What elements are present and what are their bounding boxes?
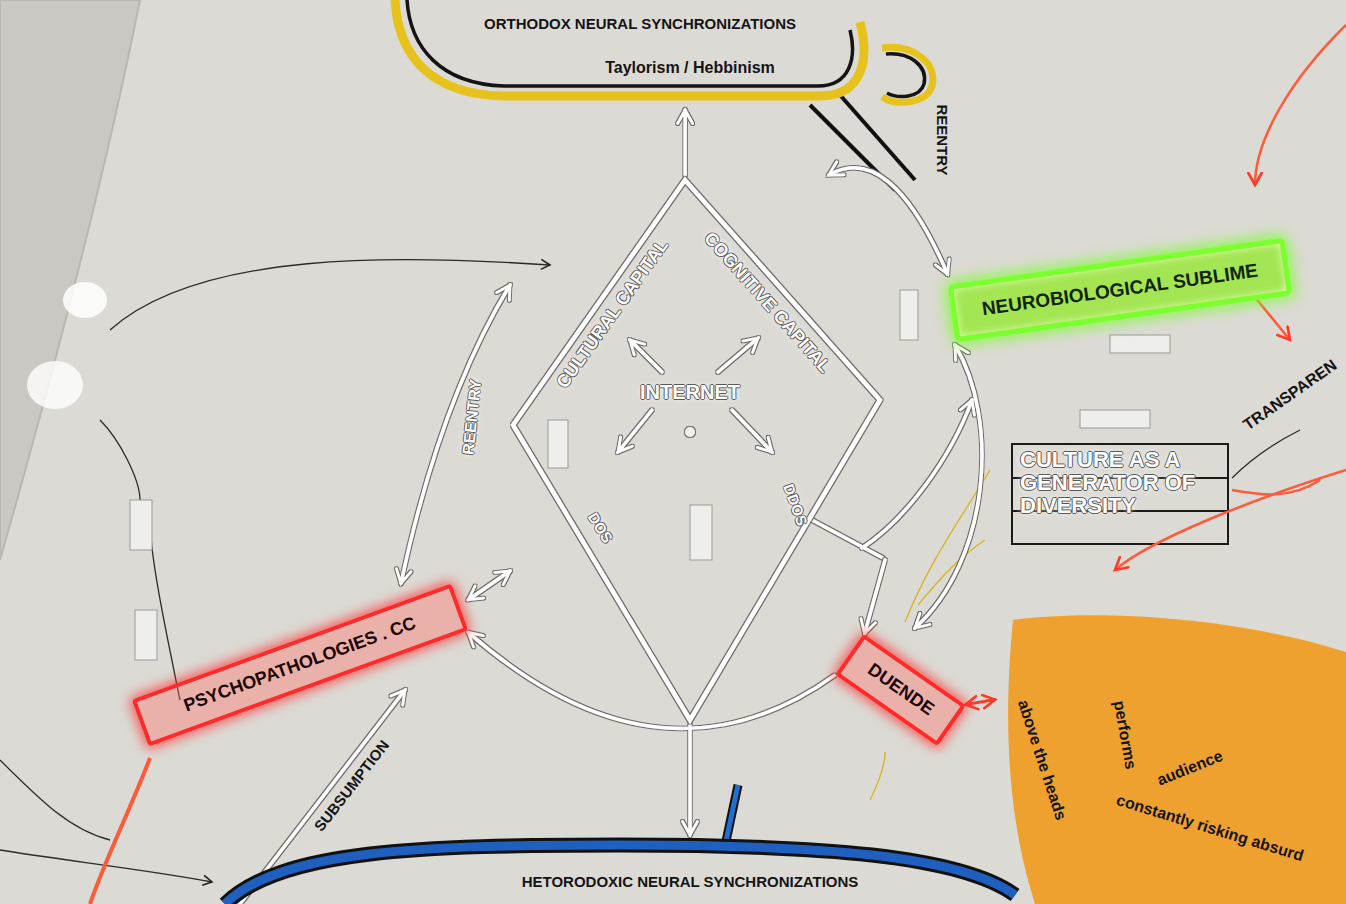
- wall-label: REENTRY: [934, 104, 951, 175]
- wall-label: SUBSUMPTION: [311, 737, 392, 835]
- neon-dot: [685, 427, 695, 437]
- neon-diamond: CULTURAL CAPITALCOGNITIVE CAPITAL INTERNE…: [510, 175, 885, 725]
- wire: [100, 420, 140, 500]
- connector: [966, 700, 995, 705]
- ballast: [1110, 335, 1170, 353]
- wire: [0, 760, 110, 840]
- connector: [468, 571, 510, 600]
- ballast: [135, 610, 157, 660]
- connector-label: REENTRY: [459, 378, 484, 455]
- box-text: NEUROBIOLOGICAL SUBLIME: [981, 260, 1260, 319]
- neon-text: INTERNET: [640, 381, 740, 403]
- outline-part: [225, 845, 1015, 904]
- wall-label: TRANSPAREN: [1240, 356, 1340, 433]
- outline-part: [886, 54, 925, 97]
- synchronization-band: HETORODOXIC NEURAL SYNCHRONIZATIONS: [220, 835, 1020, 904]
- connector: [865, 560, 885, 634]
- node-text: ORTHODOX NEURAL SYNCHRONIZATIONS: [484, 16, 796, 33]
- neon-label: DDOS: [780, 482, 810, 528]
- orange-blob: above the headsperformsaudienceconstantl…: [995, 612, 1346, 904]
- wire: [1232, 430, 1300, 478]
- shape-outline: [220, 835, 1020, 904]
- node-text: Taylorism / Hebbinism: [605, 59, 775, 77]
- node-text: HETORODOXIC NEURAL SYNCHRONIZATIONS: [522, 874, 859, 891]
- connector: [688, 725, 692, 835]
- neon-label: CULTURE AS A GENERATOR OF DIVERSITY: [1020, 448, 1220, 517]
- box-text: DUENDE: [863, 660, 937, 720]
- neon-glow: [27, 361, 83, 409]
- neon-arrow: [618, 410, 652, 452]
- outline-part: [407, 0, 852, 86]
- neon-glow: [63, 282, 107, 318]
- neon-text: COGNITIVE CAPITAL: [700, 229, 835, 377]
- ballast: [130, 500, 152, 550]
- blue-branch: [725, 785, 738, 846]
- neon-box: PSYCHOPATHOLOGIES . CC: [132, 583, 469, 746]
- outline-part: [225, 845, 1015, 904]
- neon-arrow: [630, 340, 662, 372]
- ballast: [690, 505, 712, 560]
- neon-box: DUENDE: [834, 634, 965, 747]
- wire: [110, 260, 550, 330]
- neon-label: DOS: [584, 510, 615, 546]
- ballast: [900, 290, 918, 340]
- outline-part: [395, 0, 864, 96]
- outline-part: [882, 47, 933, 102]
- box-text: PSYCHOPATHOLOGIES . CC: [181, 614, 418, 717]
- red-line: [1255, 25, 1346, 185]
- neon-arrow: [915, 345, 982, 628]
- connector: [683, 110, 687, 175]
- ballast: [548, 420, 568, 468]
- blue-branch: [725, 785, 738, 846]
- culture-backing: [1012, 444, 1228, 544]
- neon-text: CULTURAL CAPITAL: [553, 236, 672, 392]
- ballast: [1080, 410, 1150, 428]
- side-wall: [0, 0, 140, 560]
- red-line: [1232, 480, 1320, 494]
- outline-part: [1008, 615, 1346, 904]
- connector: [829, 168, 948, 275]
- yellow-line: [918, 540, 985, 605]
- neon-arrow: [862, 400, 972, 548]
- red-line: [90, 758, 150, 904]
- yellow-line: [870, 752, 885, 800]
- neon-arrow: [718, 338, 758, 372]
- connector: [401, 285, 510, 583]
- neon-box: NEUROBIOLOGICAL SUBLIME: [948, 238, 1293, 343]
- neon-arrow: [732, 410, 772, 452]
- synchronization-band: ORTHODOX NEURAL SYNCHRONIZATIONS Tayloris…: [390, 0, 950, 110]
- outline-part: [513, 180, 880, 720]
- shape-outline: [510, 175, 885, 725]
- connector: [468, 632, 834, 728]
